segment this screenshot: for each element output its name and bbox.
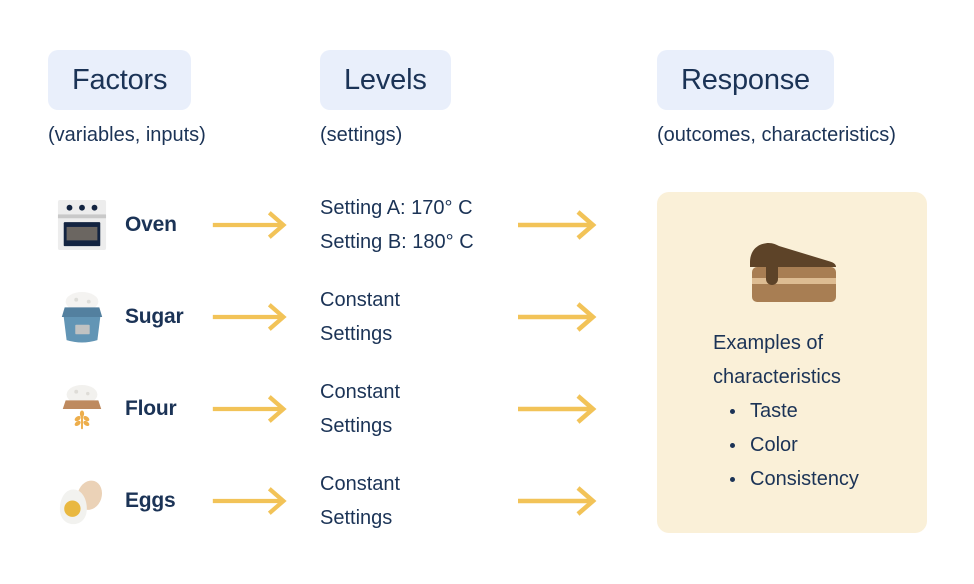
level-text: Constant Settings [290, 283, 515, 351]
level-text: Setting A: 170° C Setting B: 180° C [290, 191, 515, 259]
factors-header: Factors [48, 50, 192, 110]
panel-heading-line: characteristics [713, 366, 841, 388]
factor-label: Oven [125, 213, 177, 236]
level-text: Constant Settings [290, 467, 515, 535]
level-to-response-arrow-icon [518, 394, 597, 424]
factor-row: Flour Constant Settings [0, 363, 660, 455]
factor-to-level-arrow-icon [212, 211, 287, 239]
level-line: Constant [320, 473, 401, 495]
factor-row: Eggs Constant Settings [0, 455, 660, 547]
response-header: Response [657, 50, 834, 110]
levels-badge: Levels [320, 50, 451, 110]
factor-to-level-arrow-icon [212, 487, 287, 515]
bullet-item: Color [713, 428, 927, 462]
level-line: Settings [320, 415, 393, 437]
response-badge: Response [657, 50, 834, 110]
level-to-response-arrow-icon [518, 302, 597, 332]
level-text: Constant Settings [290, 375, 515, 443]
factors-subtitle: (variables, inputs) [48, 124, 206, 146]
panel-heading-line: Examples of [713, 332, 824, 354]
level-line: Settings [320, 507, 393, 529]
level-line: Setting A: 170° C [320, 197, 473, 219]
level-line: Setting B: 180° C [320, 231, 474, 253]
factor-label: Eggs [125, 489, 176, 512]
factor-row: Sugar Constant Settings [0, 271, 660, 363]
bullet-item: Taste [713, 394, 927, 428]
sugar-icon [57, 289, 107, 345]
level-line: Constant [320, 381, 401, 403]
factor-rows: Oven Setting A: 170° C Setting B: 180° C… [0, 179, 660, 547]
panel-text: Examples of characteristics Taste Color … [713, 326, 927, 496]
factor-label: Sugar [125, 305, 184, 328]
factor-to-level-arrow-icon [212, 395, 287, 423]
level-line: Settings [320, 323, 393, 345]
level-to-response-arrow-icon [518, 210, 597, 240]
eggs-icon [57, 473, 107, 529]
oven-icon [57, 197, 107, 253]
cake-icon [746, 240, 838, 302]
level-to-response-arrow-icon [518, 486, 597, 516]
level-line: Constant [320, 289, 401, 311]
factor-to-level-arrow-icon [212, 303, 287, 331]
factor-label: Flour [125, 397, 177, 420]
factor-row: Oven Setting A: 170° C Setting B: 180° C [0, 179, 660, 271]
characteristics-list: Taste Color Consistency [713, 394, 927, 496]
response-panel: Examples of characteristics Taste Color … [657, 192, 927, 533]
levels-subtitle: (settings) [320, 124, 403, 146]
levels-header: Levels [320, 50, 451, 110]
factors-badge: Factors [48, 50, 192, 110]
flour-icon [57, 381, 107, 437]
response-subtitle: (outcomes, characteristics) [657, 124, 896, 146]
bullet-item: Consistency [713, 462, 927, 496]
